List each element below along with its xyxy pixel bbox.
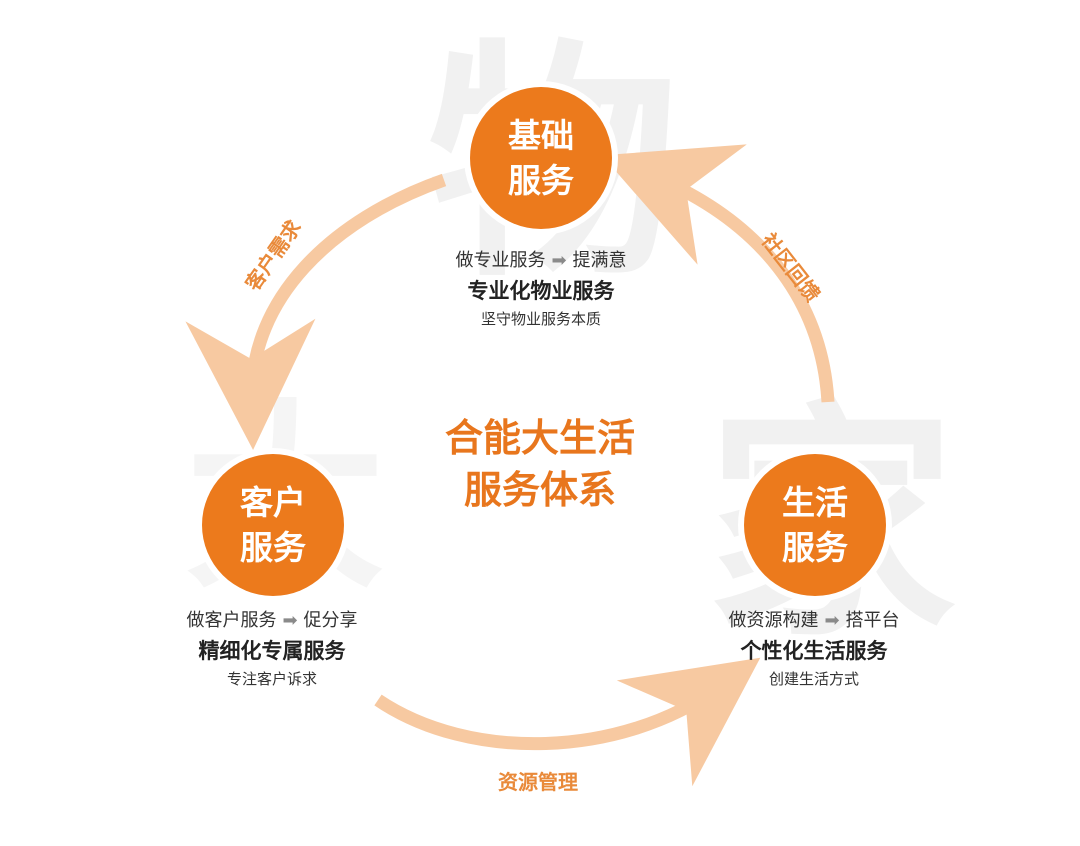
headline: 精细化专属服务: [198, 639, 346, 663]
info-customer-service: 做客户服务➡促分享 精细化专属服务 专注客户诉求: [122, 608, 422, 690]
right-arrow-icon: ➡: [824, 610, 840, 631]
flow-line: 做专业服务➡提满意: [391, 248, 691, 274]
flow-to: 提满意: [572, 250, 627, 271]
headline: 专业化物业服务: [467, 279, 615, 303]
center-title-line1: 合能大生活: [444, 416, 635, 460]
node-customer-service: 客户 服务: [202, 454, 344, 596]
node-life-service-line2: 服务: [782, 528, 848, 567]
flow-from: 做专业服务: [455, 250, 546, 271]
node-basic-service: 基础 服务: [470, 87, 612, 229]
flow-line: 做资源构建➡搭平台: [664, 608, 964, 634]
flow-to: 促分享: [303, 610, 358, 631]
subtitle: 创建生活方式: [768, 670, 859, 688]
flow-from: 做客户服务: [186, 610, 277, 631]
subtitle: 坚守物业服务本质: [480, 310, 601, 328]
node-life-service: 生活 服务: [744, 454, 886, 596]
info-life-service: 做资源构建➡搭平台 个性化生活服务 创建生活方式: [664, 608, 964, 690]
headline: 个性化生活服务: [740, 639, 888, 663]
right-arrow-icon: ➡: [282, 610, 298, 631]
arc-resource-management: [374, 657, 761, 787]
center-title: 合能大生活 服务体系: [390, 412, 690, 516]
node-customer-service-line1: 客户: [240, 483, 306, 522]
subtitle: 专注客户诉求: [226, 670, 317, 688]
flow-to: 搭平台: [845, 610, 900, 631]
arc-community-feedback: [601, 144, 835, 403]
node-basic-service-line2: 服务: [508, 161, 574, 200]
flow-from: 做资源构建: [728, 610, 819, 631]
node-life-service-line1: 生活: [782, 483, 848, 522]
arc-customer-demand: [185, 173, 447, 450]
flow-line: 做客户服务➡促分享: [122, 608, 422, 634]
edge-label-resource-management: 资源管理: [498, 770, 578, 794]
center-title-line2: 服务体系: [463, 468, 616, 512]
right-arrow-icon: ➡: [551, 250, 567, 271]
node-basic-service-line1: 基础: [508, 116, 574, 155]
info-basic-service: 做专业服务➡提满意 专业化物业服务 坚守物业服务本质: [391, 248, 691, 330]
node-customer-service-line2: 服务: [240, 528, 306, 567]
